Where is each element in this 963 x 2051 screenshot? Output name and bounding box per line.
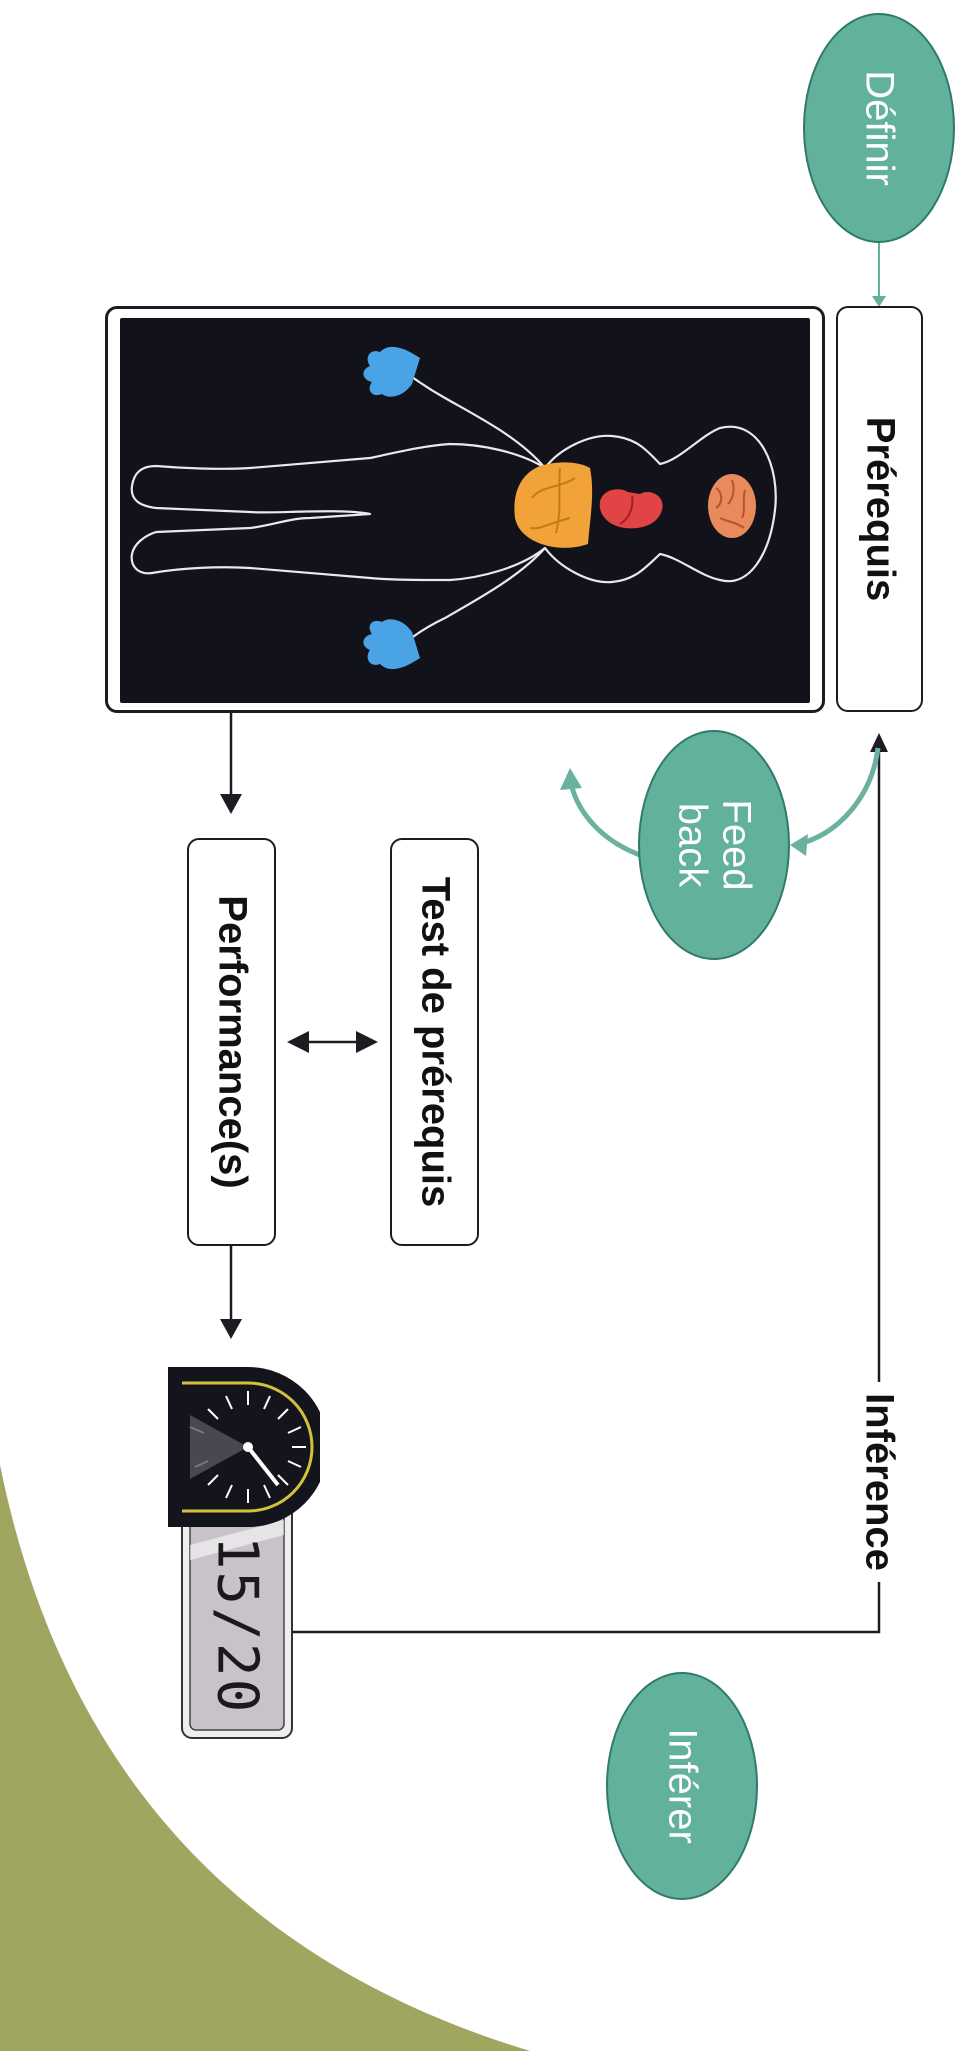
inference-label: Inférence — [857, 1393, 902, 1571]
definir-node: Définir — [803, 13, 955, 243]
connectors — [220, 241, 888, 1634]
score-value: 15/20 — [204, 1535, 270, 1714]
olive-corner-shape — [0, 1465, 530, 2051]
brain-icon — [708, 474, 756, 538]
human-body-organs-icon — [120, 318, 810, 703]
body-panel-frame — [105, 306, 825, 713]
gauge-ticks — [189, 1391, 306, 1503]
feedback-curve-top — [794, 747, 881, 848]
inference-arrowhead — [870, 733, 888, 752]
score-display: 15/20 — [190, 1512, 284, 1737]
inferer-label: Inférer — [660, 1728, 705, 1844]
prerequis-label: Prérequis — [858, 416, 902, 602]
body-panel-background — [120, 318, 810, 703]
prerequis-box: Prérequis — [836, 306, 923, 712]
feedback-curve-top-head — [790, 834, 808, 856]
inferer-node: Inférer — [606, 1672, 758, 1900]
heart-icon — [599, 489, 663, 529]
test-prerequis-box: Test de prérequis — [390, 838, 479, 1246]
feedback-curve-bottom-head — [560, 768, 582, 790]
definir-label: Définir — [857, 70, 902, 186]
gauge-needle — [246, 1445, 280, 1487]
performance-label: Performance(s) — [210, 895, 254, 1189]
feedback-curve-bottom — [567, 777, 641, 858]
hand-icons — [363, 346, 420, 670]
definir-arrowhead — [872, 296, 886, 307]
gauge-ring — [182, 1381, 314, 1513]
left-hand-icon — [363, 346, 420, 397]
double-arrow-left-head — [287, 1031, 309, 1053]
feedback-label-line2: back — [670, 802, 715, 888]
performance-to-gauge-arrowhead — [220, 1319, 242, 1339]
feedback-label-line1: Feed — [714, 799, 759, 891]
double-arrow-right-head — [356, 1031, 378, 1053]
performance-box: Performance(s) — [187, 838, 276, 1246]
feedback-node: Feed back — [638, 730, 790, 960]
intestine-icon — [514, 462, 593, 548]
right-hand-icon — [363, 619, 420, 670]
body-to-performance-arrowhead — [220, 794, 242, 814]
inference-feedback-line — [288, 1570, 881, 1634]
speedometer-gauge-icon — [168, 1367, 320, 1739]
test-prerequis-label: Test de prérequis — [413, 876, 457, 1208]
inference-label-box: Inférence — [849, 1382, 909, 1582]
gauge-needle-shadow — [190, 1415, 248, 1479]
